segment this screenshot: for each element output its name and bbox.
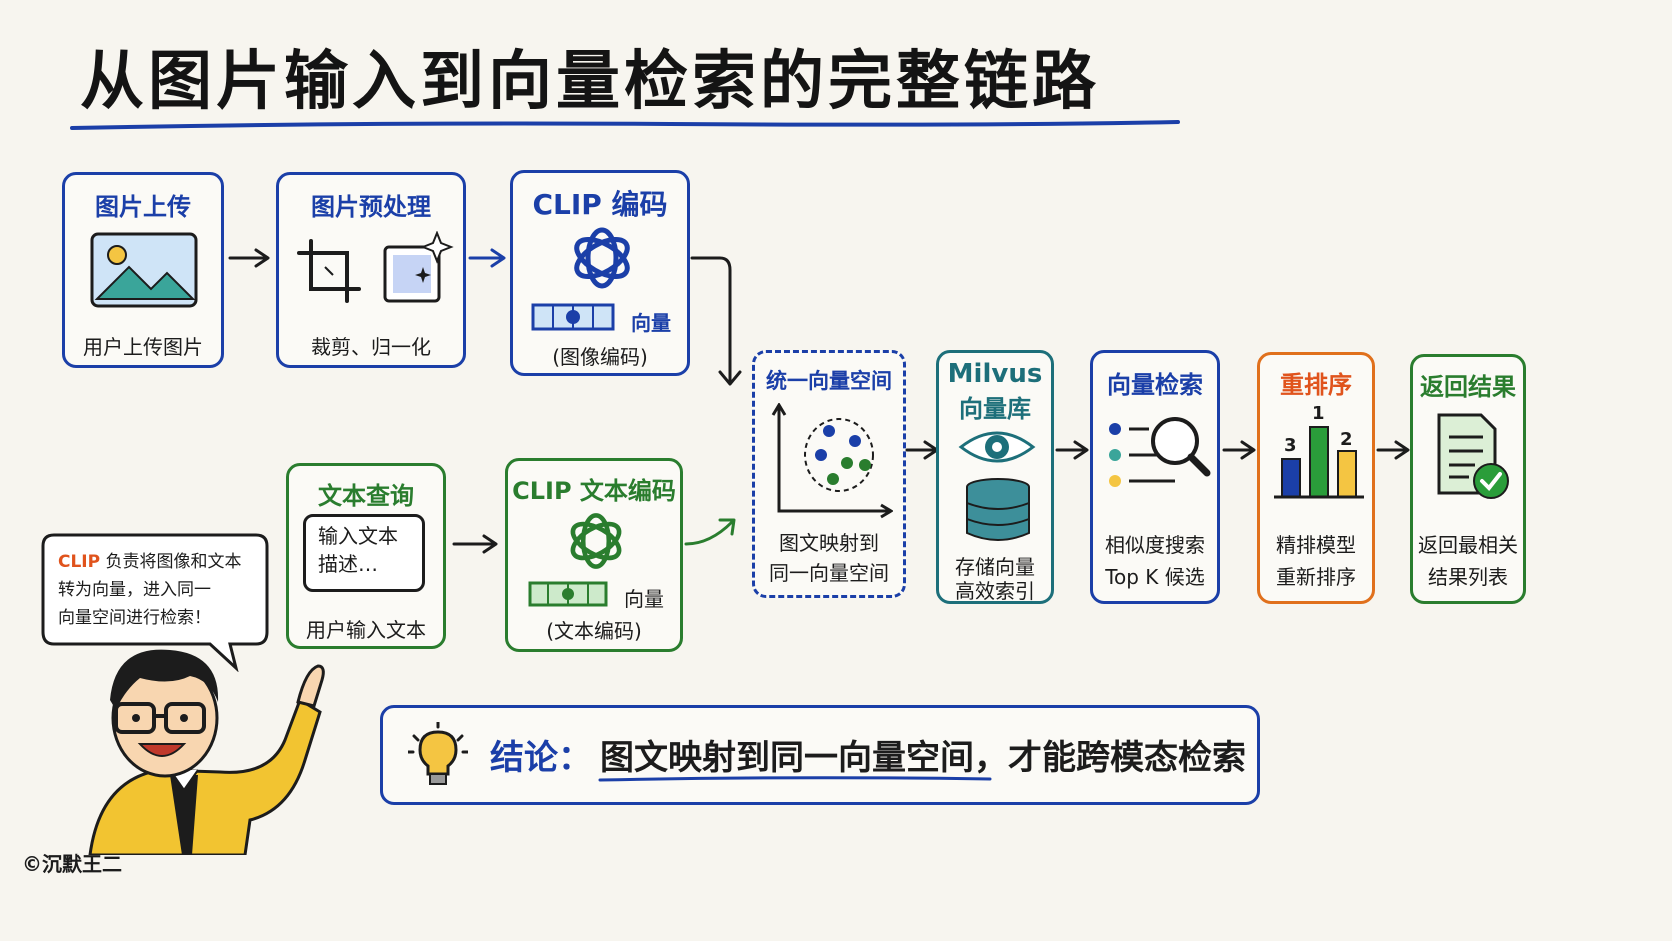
step-vector-search-caption1: 相似度搜索 (1105, 533, 1205, 557)
step-clip-text-title: CLIP 文本编码 (512, 477, 676, 505)
bar-chart-icon (1274, 426, 1364, 499)
person-pointing-icon (88, 649, 325, 855)
conclusion-text: 图文映射到同一向量空间，才能跨模态检索 (600, 738, 1246, 778)
arrow-search-to-rerank (1222, 440, 1256, 460)
database-icon (966, 478, 1030, 541)
magnifier-list-icon (1109, 417, 1211, 487)
arrow-upload-to-preprocess (228, 248, 270, 268)
arrow-clip-image-to-space (690, 256, 742, 386)
vector-bar-icon (528, 581, 608, 607)
openai-logo-icon (574, 227, 630, 289)
step-vector-search: 向量检索 相似度搜索 Top K 候选 (1090, 350, 1220, 604)
copyright: ©沉默王二 (22, 852, 122, 876)
image-icon (90, 232, 198, 308)
step-rerank-title: 重排序 (1280, 371, 1352, 399)
step-return-results-caption2: 结果列表 (1428, 565, 1508, 589)
sparkle-image-icon (383, 231, 454, 303)
arrow-milvus-to-search (1055, 440, 1089, 460)
step-unified-space-caption2: 同一向量空间 (769, 561, 889, 585)
conclusion-underline (598, 776, 992, 782)
step-clip-image-caption: (图像编码) (552, 345, 648, 369)
step-vector-search-caption2: Top K 候选 (1105, 565, 1205, 589)
arrow-rerank-to-results (1376, 440, 1410, 460)
rank-label-2: 2 (1340, 429, 1353, 450)
step-clip-image-title: CLIP 编码 (532, 188, 668, 221)
step-milvus-caption1: 存储向量 (955, 555, 1035, 579)
step-clip-text-vector-label: 向量 (624, 587, 664, 611)
step-preprocess: 图片预处理 裁剪、归一化 (276, 172, 466, 368)
vector-bar-icon (531, 303, 615, 331)
scatter-plot-icon (771, 403, 893, 519)
speech-highlight: CLIP (58, 552, 101, 572)
step-unified-space-title: 统一向量空间 (766, 369, 892, 393)
openai-logo-icon (570, 513, 622, 569)
arrow-clip-text-to-space (684, 518, 736, 546)
step-vector-search-title: 向量检索 (1107, 371, 1203, 399)
speech-text: CLIP 负责将图像和文本 转为向量，进入同一 向量空间进行检索！ (58, 548, 258, 632)
step-milvus: Milvus 向量库 存储向量 高效索引 (936, 350, 1054, 604)
step-clip-image: CLIP 编码 向量 (图像编码) (510, 170, 690, 376)
arrow-text-to-clip (452, 534, 498, 554)
step-text-query-title: 文本查询 (318, 482, 414, 510)
rank-label-3: 3 (1284, 435, 1297, 456)
step-return-results-caption1: 返回最相关 (1418, 533, 1518, 557)
page-title: 从图片输入到向量检索的完整链路 (80, 45, 1100, 119)
text-input-sample: 输入文本 描述… (318, 524, 398, 576)
eye-icon (958, 431, 1036, 463)
step-upload-title: 图片上传 (95, 193, 191, 221)
crop-icon (297, 239, 361, 303)
speech-line2: 转为向量，进入同一 (58, 580, 211, 600)
document-check-icon (1437, 413, 1509, 499)
arrow-preprocess-to-clip (468, 248, 506, 268)
step-return-results-title: 返回结果 (1420, 373, 1516, 401)
step-upload-caption: 用户上传图片 (83, 335, 203, 359)
step-milvus-caption2: 高效索引 (955, 579, 1035, 603)
step-upload: 图片上传 用户上传图片 (62, 172, 224, 368)
step-milvus-title2: 向量库 (959, 395, 1031, 423)
rank-label-1: 1 (1312, 403, 1325, 424)
step-preprocess-caption: 裁剪、归一化 (311, 335, 431, 359)
speech-line1: 负责将图像和文本 (100, 552, 242, 572)
step-clip-image-vector-label: 向量 (631, 311, 671, 335)
step-clip-text-caption: (文本编码) (546, 619, 642, 643)
lightbulb-icon (408, 722, 468, 785)
step-unified-space-caption1: 图文映射到 (779, 531, 879, 555)
speech-bubble (41, 533, 269, 672)
step-text-query-caption: 用户输入文本 (306, 618, 426, 642)
text-input-bubble (303, 514, 425, 592)
step-unified-space: 统一向量空间 图文映射到 同一向量空间 (752, 350, 906, 598)
step-rerank: 重排序 3 1 2 精排模型 重新排序 (1257, 352, 1375, 604)
speech-line3: 向量空间进行检索！ (58, 608, 211, 628)
step-clip-text: CLIP 文本编码 向量 (文本编码) (505, 458, 683, 652)
conclusion-box (380, 705, 1260, 805)
step-milvus-title1: Milvus (947, 359, 1043, 389)
step-return-results: 返回结果 返回最相关 结果列表 (1410, 354, 1526, 604)
step-rerank-caption1: 精排模型 (1276, 533, 1356, 557)
conclusion-label: 结论： (490, 738, 592, 778)
step-rerank-caption2: 重新排序 (1276, 565, 1356, 589)
step-preprocess-title: 图片预处理 (311, 193, 431, 221)
title-underline (70, 120, 1180, 130)
